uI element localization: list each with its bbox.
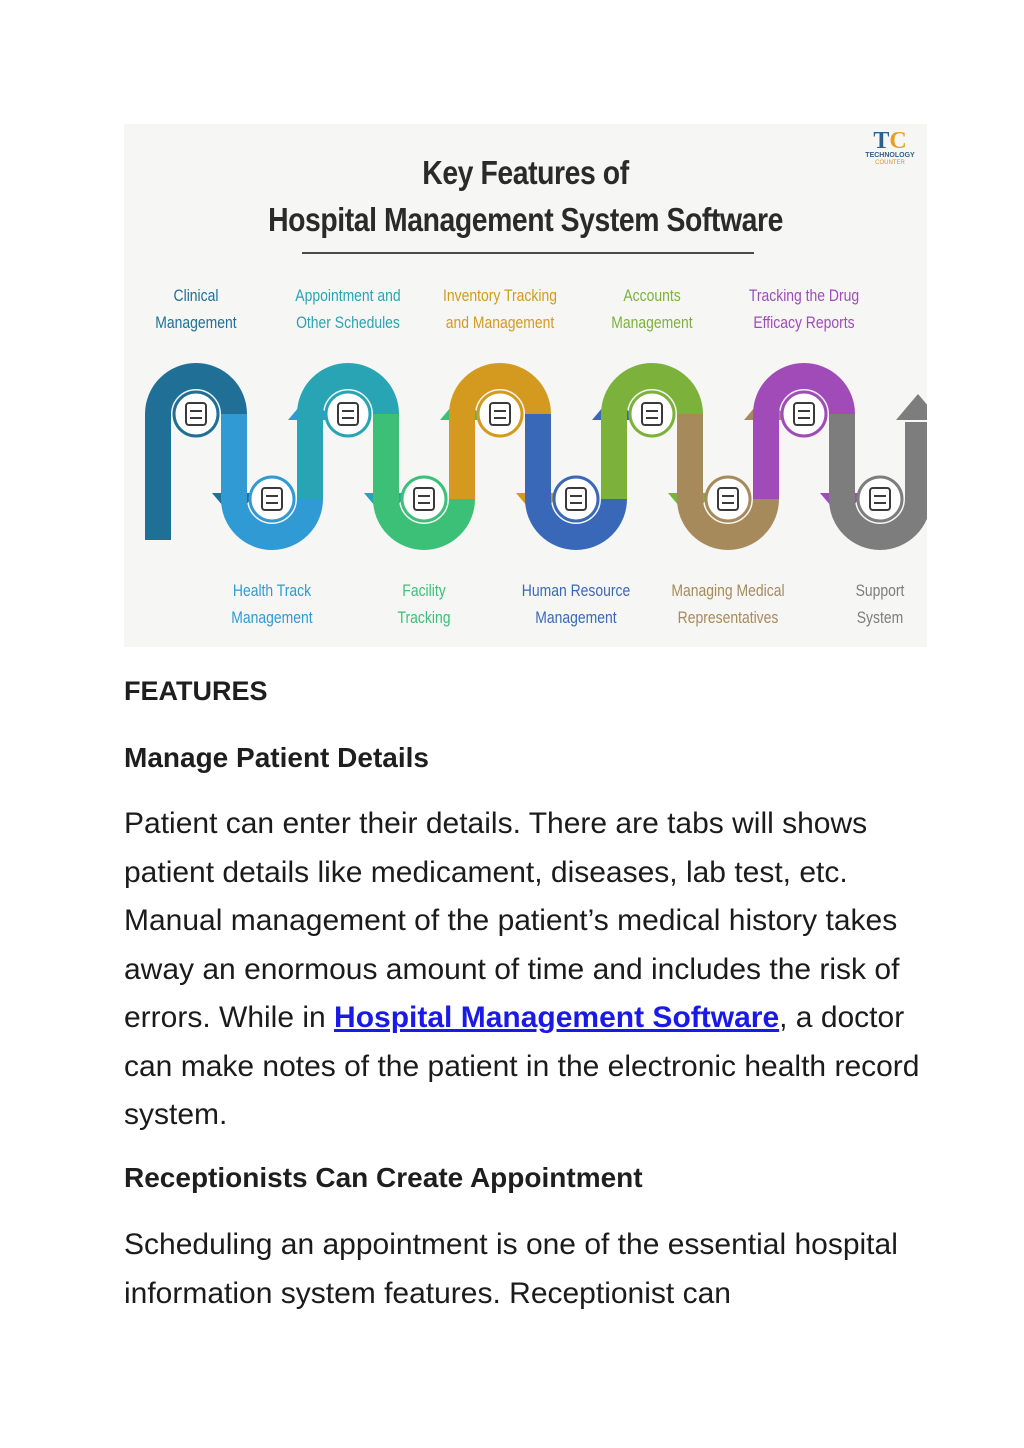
- accounts-icon-glyph: [641, 402, 663, 426]
- arrow-bottom-4: [896, 394, 927, 420]
- features-infographic: Key Features of Hospital Management Syst…: [124, 124, 927, 647]
- inventory-icon-glyph: [489, 402, 511, 426]
- feature-label-line1: Appointment and: [295, 286, 401, 305]
- feature-label-line2: System: [856, 608, 904, 627]
- paragraph1-text-after: , a doctor can make notes of the patient…: [124, 1001, 920, 1131]
- clinic-icon: [172, 390, 220, 438]
- title-divider: [302, 252, 754, 254]
- wave-segment-bottom-4: [829, 414, 927, 550]
- calendar-icon: [324, 390, 372, 438]
- feature-label-line2: and Management: [445, 313, 555, 332]
- heading1-block: Manage Patient Details: [124, 742, 924, 774]
- heading-manage-patient-details: Manage Patient Details: [124, 742, 429, 773]
- wave-segment-bottom-3: [677, 414, 779, 550]
- logo-text-line2: COUNTER: [875, 160, 905, 166]
- feature-wave-diagram: [145, 363, 927, 550]
- feature-label-line1: Managing Medical: [671, 581, 785, 600]
- report-icon: [780, 390, 828, 438]
- infographic-title-line2: Hospital Management System Software: [268, 201, 783, 238]
- facility-icon-glyph: [413, 487, 435, 511]
- wave-start-stem: [145, 495, 171, 540]
- paragraph-appointment: Scheduling an appointment is one of the …: [124, 1228, 898, 1310]
- feature-label-line2: Management: [231, 608, 313, 627]
- feature-label-line1: Clinical: [173, 286, 219, 305]
- feature-label-line1: Facility: [402, 581, 446, 600]
- wave-segment-bottom-2: [525, 414, 627, 550]
- support-icon: [856, 475, 904, 523]
- team-icon: [552, 475, 600, 523]
- doctor-icon-glyph: [717, 487, 739, 511]
- heart-monitor-icon: [248, 475, 296, 523]
- wave-segment-top-2: [449, 363, 551, 499]
- feature-label-line2: Management: [535, 608, 617, 627]
- feature-label-line1: Inventory Tracking: [443, 286, 557, 305]
- paragraph2: Scheduling an appointment is one of the …: [124, 1221, 924, 1318]
- feature-label-top-2: Inventory Tracking and Management: [443, 282, 558, 336]
- support-icon-glyph: [869, 487, 891, 511]
- technology-counter-logo: TC TECHNOLOGY COUNTER: [859, 128, 921, 180]
- accounts-icon: [628, 390, 676, 438]
- paragraph1-text-before: Patient can enter their details. There a…: [124, 807, 900, 1034]
- feature-label-line1: Health Track: [232, 581, 312, 600]
- feature-label-line2: Representatives: [677, 608, 779, 627]
- inventory-icon: [476, 390, 524, 438]
- wave-segment-top-3: [601, 363, 703, 499]
- feature-label-line2: Management: [611, 313, 693, 332]
- heading2-block: Receptionists Can Create Appointment: [124, 1162, 924, 1194]
- logo-text-line1: TECHNOLOGY: [865, 152, 915, 159]
- clinic-icon-glyph: [185, 402, 207, 426]
- feature-label-line2: Other Schedules: [296, 313, 400, 332]
- team-icon-glyph: [565, 487, 587, 511]
- wave-segment-top-0: [145, 363, 247, 499]
- feature-label-line1: Human Resource: [521, 581, 631, 600]
- heart-monitor-icon-glyph: [261, 487, 283, 511]
- paragraph1: Patient can enter their details. There a…: [124, 800, 924, 1140]
- hospital-management-software-link[interactable]: Hospital Management Software: [334, 1001, 780, 1034]
- section-heading: FEATURES: [124, 676, 268, 706]
- wave-segment-top-1: [297, 363, 399, 499]
- wave-segment-bottom-1: [373, 414, 475, 550]
- feature-label-line1: Accounts: [623, 286, 681, 305]
- report-icon-glyph: [793, 402, 815, 426]
- facility-icon: [400, 475, 448, 523]
- infographic-title-line1: Key Features of: [422, 154, 629, 191]
- doctor-icon: [704, 475, 752, 523]
- feature-label-line2: Management: [155, 313, 237, 332]
- paragraph-patient-details: Patient can enter their details. There a…: [124, 800, 924, 1140]
- section-heading-block: FEATURES: [124, 676, 924, 707]
- feature-label-line2: Efficacy Reports: [753, 313, 855, 332]
- feature-label-line1: Tracking the Drug: [748, 286, 860, 305]
- wave-segment-bottom-0: [221, 414, 323, 550]
- feature-label-line1: Support: [855, 581, 905, 600]
- logo-mark: TC: [873, 128, 907, 154]
- feature-label-line2: Tracking: [397, 608, 451, 627]
- heading-receptionists-appointment: Receptionists Can Create Appointment: [124, 1162, 643, 1193]
- wave-segment-top-4: [753, 363, 855, 499]
- calendar-icon-glyph: [337, 402, 359, 426]
